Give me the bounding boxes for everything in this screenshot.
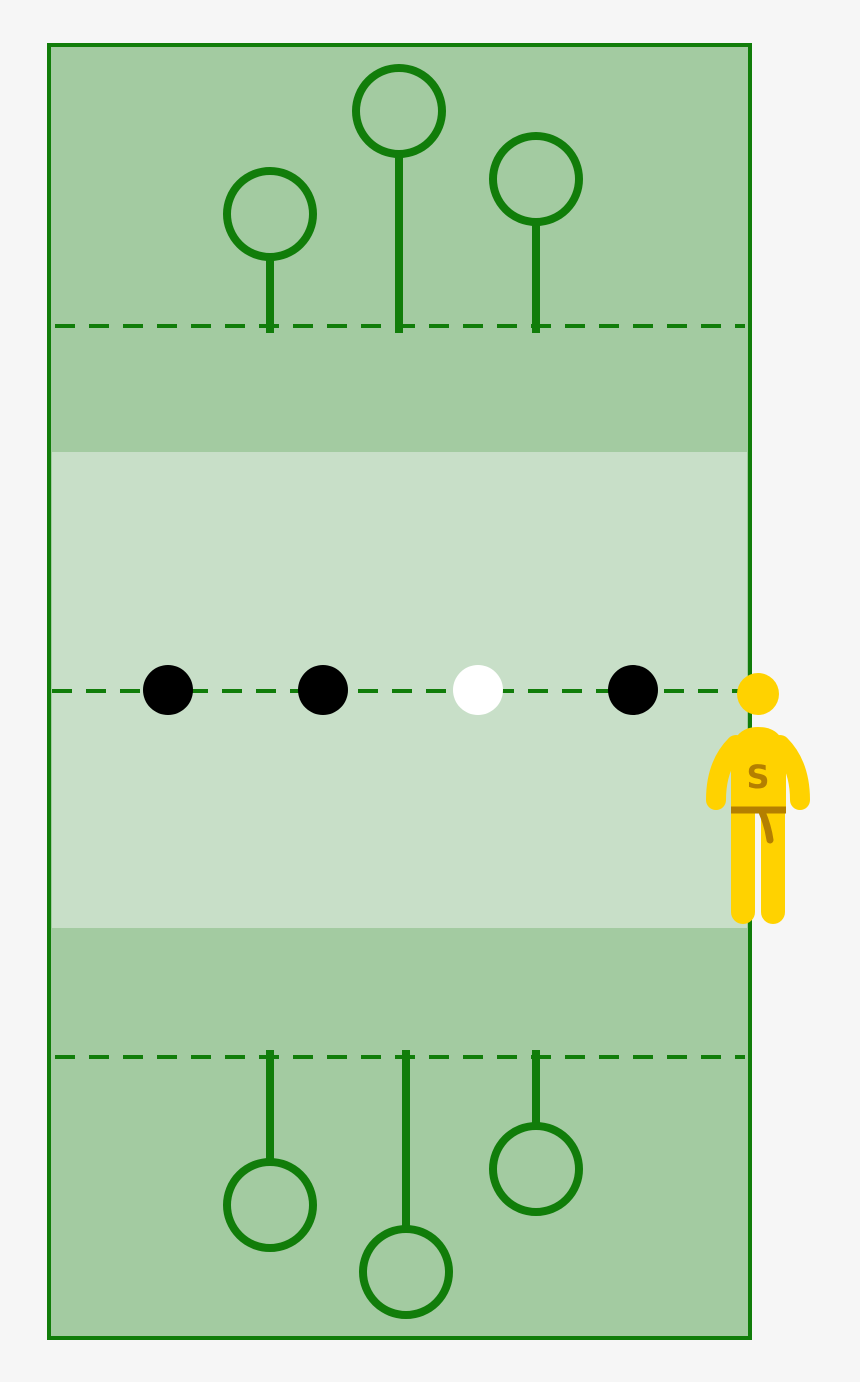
- bludger-ball: [298, 665, 348, 715]
- bludger-ball: [143, 665, 193, 715]
- snitch-right-arm: [770, 735, 810, 810]
- quaffle-ball: [453, 665, 503, 715]
- snitch-left-arm: [706, 735, 746, 810]
- hoop-icon: [489, 132, 583, 333]
- balls: [143, 665, 658, 715]
- hoop-icon: [359, 1050, 453, 1319]
- snitch-tail: [758, 808, 774, 844]
- hoop-icon: [352, 64, 446, 333]
- bottom-hoops: [223, 1050, 583, 1319]
- snitch-shirt-letter: S: [746, 758, 769, 796]
- top-hoops: [223, 64, 583, 333]
- snitch-runner-icon: S: [706, 673, 810, 924]
- snitch-head: [737, 673, 779, 715]
- bludger-ball: [608, 665, 658, 715]
- hoop-icon: [489, 1050, 583, 1216]
- hoop-icon: [223, 1050, 317, 1252]
- hoop-icon: [223, 167, 317, 333]
